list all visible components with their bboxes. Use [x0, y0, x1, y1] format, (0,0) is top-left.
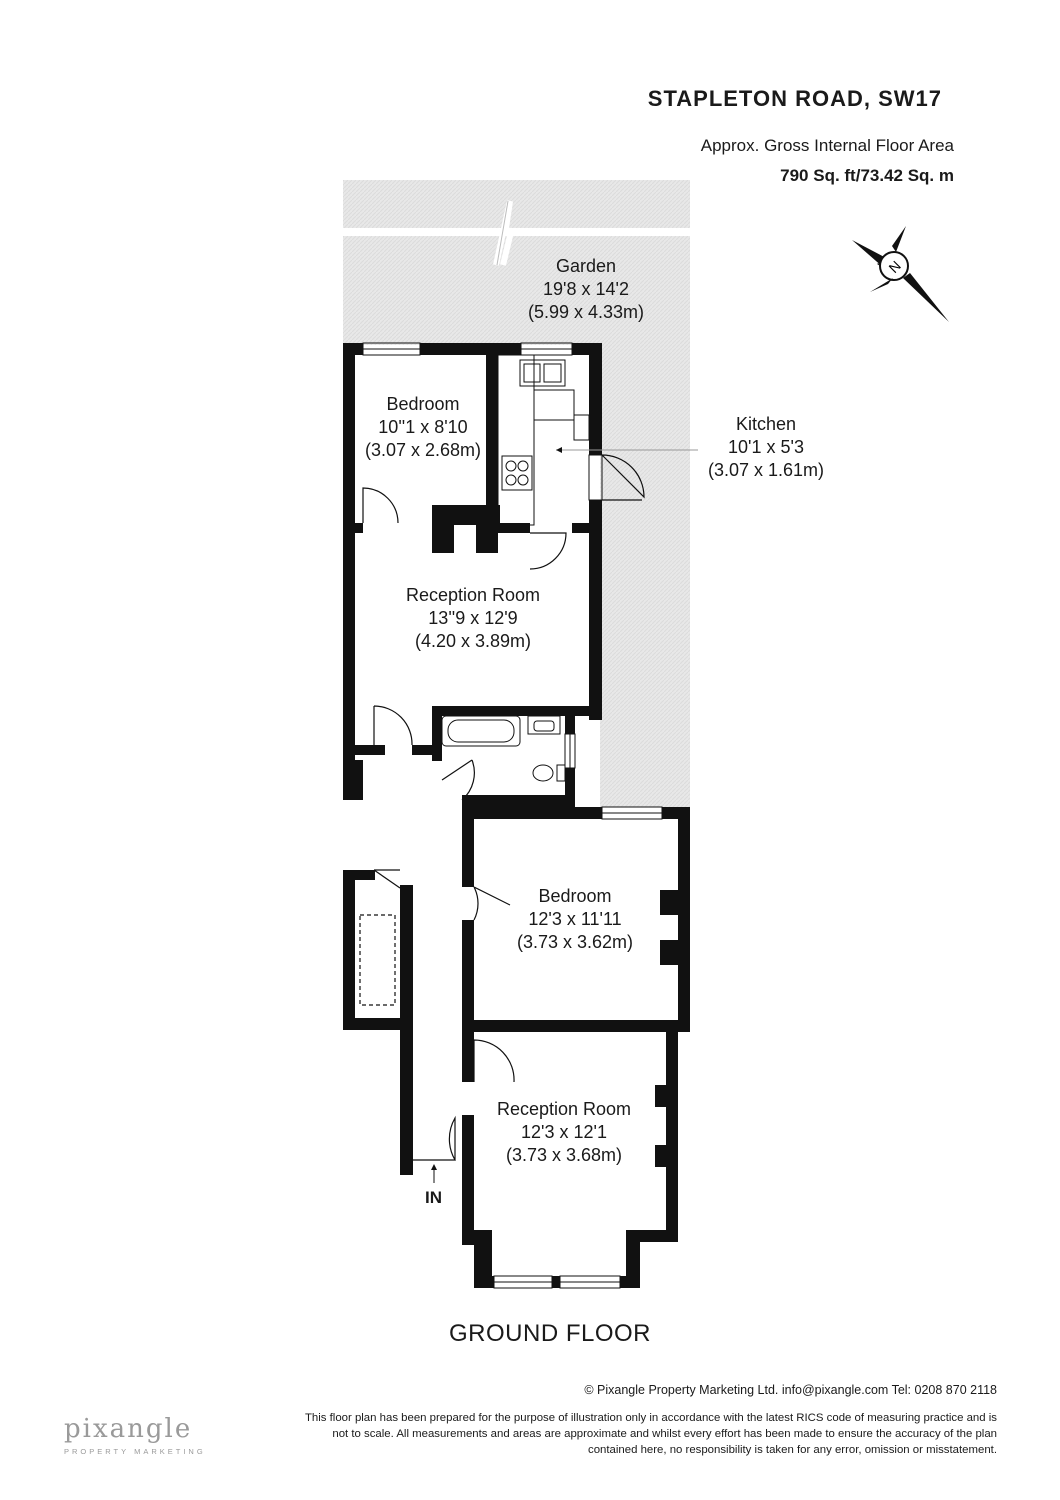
reception-rear-imperial: 13''9 x 12'9 — [428, 608, 518, 628]
entrance-arrow — [431, 1164, 437, 1183]
pixangle-logo: pixangle — [64, 1414, 193, 1444]
footer-disclaimer: This floor plan has been prepared for th… — [217, 1410, 997, 1458]
kitchen-label: Kitchen 10'1 x 5'3 (3.07 x 1.61m) — [686, 413, 846, 482]
bedroom-middle-name: Bedroom — [538, 886, 612, 906]
bedroom-rear-name: Bedroom — [386, 394, 460, 414]
garden-metric: (5.99 x 4.33m) — [527, 302, 645, 322]
garden-label: Garden 19'8 x 14'2 (5.99 x 4.33m) — [466, 255, 706, 324]
floor-area-label: Approx. Gross Internal Floor Area — [700, 136, 954, 155]
property-title: STAPLETON ROAD, SW17 — [647, 86, 942, 111]
garden-imperial: 19'8 x 14'2 — [543, 279, 629, 299]
doors — [359, 454, 645, 1161]
bedroom-middle-imperial: 12'3 x 11'11 — [528, 909, 622, 929]
kitchen-imperial: 10'1 x 5'3 — [728, 437, 804, 457]
reception-rear-metric: (4.20 x 3.89m) — [414, 631, 532, 651]
disclaimer-line-3: contained here, no responsibility is tak… — [588, 1444, 997, 1456]
disclaimer-line-2: not to scale. All measurements and areas… — [332, 1428, 997, 1440]
reception-rear-label: Reception Room 13''9 x 12'9 (4.20 x 3.89… — [363, 584, 583, 653]
bedroom-middle-metric: (3.73 x 3.62m) — [516, 932, 634, 952]
reception-front-label: Reception Room 12'3 x 12'1 (3.73 x 3.68m… — [474, 1098, 654, 1167]
garden-name: Garden — [555, 256, 617, 276]
windows — [362, 342, 663, 1289]
bedroom-middle-label: Bedroom 12'3 x 11'11 (3.73 x 3.62m) — [480, 885, 670, 954]
pixangle-logo-tagline: PROPERTY MARKETING — [64, 1447, 206, 1456]
kitchen-leader-arrow — [556, 447, 562, 453]
reception-front-metric: (3.73 x 3.68m) — [505, 1145, 623, 1165]
disclaimer-line-1: This floor plan has been prepared for th… — [304, 1412, 997, 1424]
bedroom-rear-label: Bedroom 10''1 x 8'10 (3.07 x 2.68m) — [343, 393, 503, 462]
footer-copyright: © Pixangle Property Marketing Ltd. info@… — [584, 1383, 997, 1397]
floor-label: GROUND FLOOR — [448, 1320, 651, 1347]
reception-front-name: Reception Room — [496, 1099, 632, 1119]
garden-area — [343, 180, 690, 807]
kitchen-metric: (3.07 x 1.61m) — [707, 460, 825, 480]
kitchen-name: Kitchen — [735, 414, 797, 434]
entrance-label: IN — [425, 1188, 442, 1207]
kitchen-fittings — [497, 354, 590, 526]
reception-front-imperial: 12'3 x 12'1 — [521, 1122, 607, 1142]
reception-rear-name: Reception Room — [405, 585, 541, 605]
bedroom-rear-metric: (3.07 x 2.68m) — [364, 440, 482, 460]
floor-area-value: 790 Sq. ft/73.42 Sq. m — [780, 166, 954, 185]
compass-north-icon: N — [852, 226, 949, 322]
bedroom-rear-imperial: 10''1 x 8'10 — [378, 417, 468, 437]
bathroom-fittings — [441, 715, 566, 782]
walls — [343, 343, 690, 1288]
